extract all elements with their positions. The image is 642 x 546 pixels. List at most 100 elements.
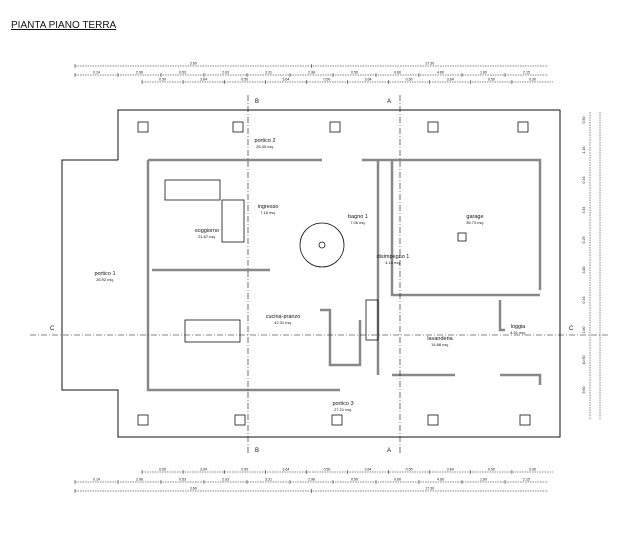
dimension-label: 2.15 [523,71,530,75]
outer-boundary [61,109,561,438]
section-b-top: B [255,99,259,105]
section-lines [30,95,610,455]
room-name: ingresso [258,204,279,210]
dimension-label: 2.98 [308,478,315,482]
dimension-label: 0.30 [529,78,536,82]
dimension-lines: 3.60 17.30 3.60 17.30 0.14 2.96 0.53 2.03 3.31 2.… [74,62,601,493]
room-area: 26.40 mq. [256,144,274,149]
room-name: portico 2 [254,138,275,144]
dimension-label: 0.50 [351,71,358,75]
dimension-label: 0.29 [582,237,586,244]
walls [146,158,542,392]
dimension-label: 0.50 [582,117,586,124]
dimension-label: 2.96 [136,71,143,75]
dimension-label: 0.50 [323,78,330,82]
dimension-label: 1.60 [480,71,487,75]
dimension-label: 10.50 [582,356,586,365]
room-name: cucina-pranzo [266,314,301,320]
dimension-label: 0.30 [529,468,536,472]
dimension-label: 2.03 [222,71,229,75]
dimension-label: 3.64 [365,78,372,82]
section-a-bottom: A [387,448,391,454]
section-c-left: C [50,326,55,332]
dimension-label: 0.50 [241,468,248,472]
dimension-label: 9.60 [582,387,586,394]
room-disimpegno-1: disimpegno 14.16 mq. [377,254,410,265]
dimension-label: 1.60 [480,478,487,482]
room-name: lavanderia [427,336,453,342]
room-portico-1: portico 126.92 mq. [94,271,115,282]
dimension-label: 2.96 [136,478,143,482]
room-area: 4.51 mq. [510,330,526,335]
room-name: portico 1 [94,271,115,277]
section-a-top: A [387,99,391,105]
dimension-label: 3.54 [582,207,586,214]
room-name: soggiorno [195,228,219,234]
room-area: 27.21 mq. [334,407,352,412]
room-name: garage [466,214,483,220]
room-bagno-1: bagno 17.06 mq. [348,214,368,225]
dimension-label: 3.31 [265,71,272,75]
room-portico-2: portico 226.40 mq. [254,138,275,149]
dimension-label: 0.50 [488,468,495,472]
dimension-label: 3.60 [190,487,197,491]
dimension-label: 0.53 [179,478,186,482]
dimension-label: 3.64 [200,78,207,82]
room-area: 21.87 mq. [198,234,216,239]
plan-title: PIANTA PIANO TERRA [11,20,117,31]
room-area: 42.31 mq. [274,320,292,325]
room-portico-3: portico 327.21 mq. [332,401,353,412]
dimension-label: 3.64 [282,468,289,472]
dimension-label: 1.60 [582,327,586,334]
room-area: 14.88 mq. [431,342,449,347]
section-markers: B A B A C C [50,99,574,454]
room-area: 35.73 mq. [466,220,484,225]
furniture [164,179,379,343]
dimension-label: 0.60 [394,71,401,75]
dimension-label: 2.98 [308,71,315,75]
dimension-label: 0.50 [159,78,166,82]
dimension-label: 0.45 [582,177,586,184]
room-name: loggia [511,324,527,330]
dimension-label: 2.03 [222,478,229,482]
dimension-label: 0.60 [394,478,401,482]
room-area: 7.06 mq. [350,220,366,225]
dimension-label: 0.45 [582,297,586,304]
section-c-right: C [569,326,574,332]
dimension-label: 3.80 [582,267,586,274]
dimension-label: 3.31 [265,478,272,482]
dimension-label: 17.30 [425,487,434,491]
dimension-label: 0.50 [323,468,330,472]
dimension-label: 4.60 [437,71,444,75]
room-area: 7.16 mq. [260,210,276,215]
dimension-label: 1.16 [582,147,586,154]
dimension-label: 0.50 [406,78,413,82]
section-b-bottom: B [255,448,259,454]
room-name: bagno 1 [348,214,368,220]
dimension-label: 17.30 [425,62,434,66]
pillars [137,121,531,426]
room-name: disimpegno 1 [377,254,410,260]
dimension-label: 0.50 [406,468,413,472]
dimension-label: 0.50 [241,78,248,82]
dimension-label: 2.15 [523,478,530,482]
room-area: 4.16 mq. [385,260,401,265]
dimension-label: 0.53 [179,71,186,75]
dimension-label: 0.14 [93,478,100,482]
dimension-label: 3.64 [447,468,454,472]
dimension-label: 0.50 [351,478,358,482]
room-name: portico 3 [332,401,353,407]
dimension-label: 0.50 [488,78,495,82]
dimension-label: 4.60 [437,478,444,482]
dimension-label: 3.60 [190,62,197,66]
dimension-label: 0.14 [93,71,100,75]
dimension-label: 3.64 [365,468,372,472]
